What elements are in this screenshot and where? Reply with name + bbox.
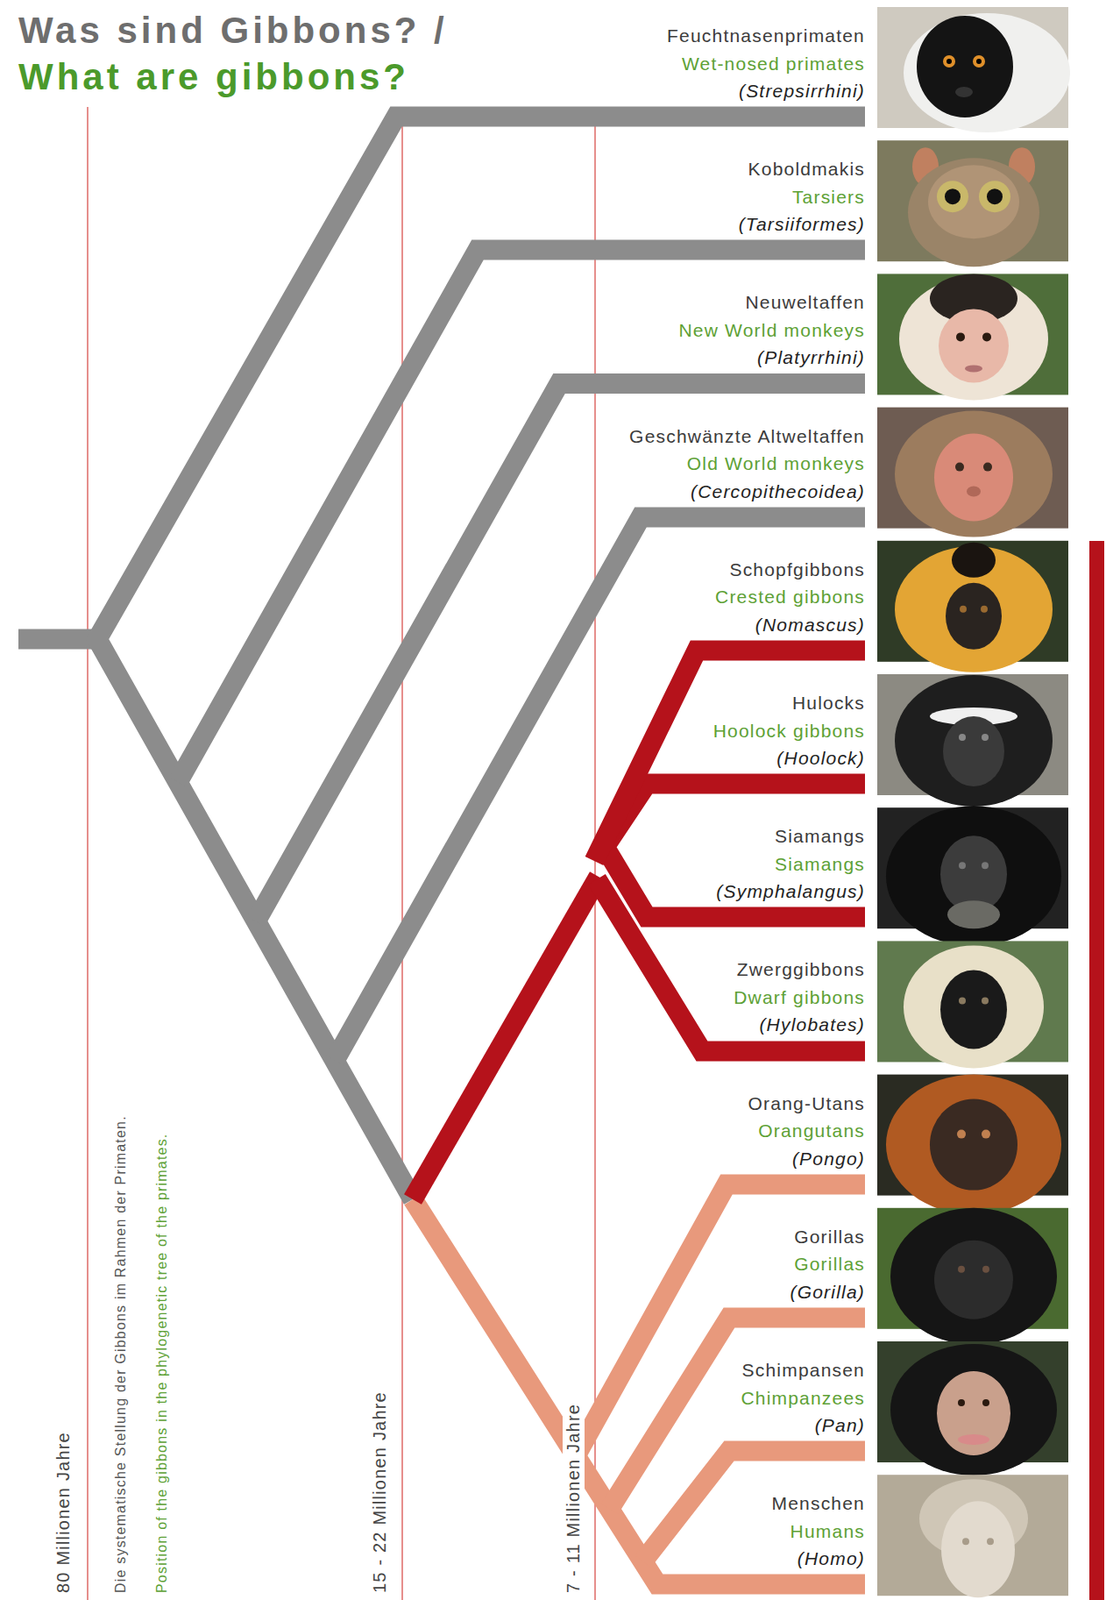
latin-name: (Pan) (740, 1410, 865, 1440)
latin-name: (Homo) (772, 1544, 866, 1573)
taxon-label: KoboldmakisTarsiers(Tarsiiformes) (738, 155, 865, 239)
latin-name: (Hoolock) (713, 744, 865, 773)
taxon-label: ZwerggibbonsDwarf gibbons(Hylobates) (733, 955, 865, 1039)
photo-tarsier (877, 140, 1069, 267)
taxon-label: MenschenHumans(Homo) (772, 1488, 866, 1573)
german-name: Zwerggibbons (733, 955, 865, 984)
latin-name: (Cercopithecoidea) (629, 477, 865, 506)
taxon-label: GorillasGorillas(Gorilla) (790, 1222, 865, 1306)
taxon-label: NeuweltaffenNew World monkeys(Platyrrhin… (678, 288, 865, 372)
latin-name: (Pongo) (748, 1144, 865, 1173)
photo-statue (877, 1474, 1069, 1597)
german-name: Geschwänzte Altweltaffen (629, 422, 865, 451)
latin-name: (Strepsirrhini) (666, 77, 865, 106)
photo-lemur (877, 7, 1071, 133)
english-name: New World monkeys (678, 316, 865, 345)
german-name: Koboldmakis (738, 155, 865, 184)
photo-capuchin (877, 273, 1069, 400)
vertical-label-holder: Die systematische Stellung der Gibbons i… (112, 1112, 130, 1596)
english-name: Orangutans (748, 1116, 865, 1145)
latin-name: (Tarsiiformes) (738, 210, 865, 239)
german-name: Neuweltaffen (678, 288, 865, 317)
taxon-label: HulocksHoolock gibbons(Hoolock) (713, 688, 865, 773)
latin-name: (Hylobates) (733, 1010, 865, 1039)
german-name: Feuchtnasenprimaten (666, 21, 865, 50)
taxon-label: SchopfgibbonsCrested gibbons(Nomascus) (715, 555, 865, 639)
english-name: Hoolock gibbons (713, 716, 865, 745)
taxon-label: SiamangsSiamangs(Symphalangus) (716, 822, 865, 906)
tree-branches-grey (18, 116, 865, 1199)
tree-branches-hominids (412, 1183, 865, 1584)
photo-hoolock (877, 673, 1069, 807)
latin-name: (Nomascus) (715, 610, 865, 639)
latin-name: (Gorilla) (790, 1277, 865, 1306)
taxon-label: Geschwänzte AltweltaffenOld World monkey… (629, 422, 865, 506)
vertical-label: 7 - 11 Millionen Jahre (562, 1400, 585, 1596)
vertical-label-holder: 80 Millionen Jahre (52, 1428, 75, 1596)
photo-orangutan (877, 1074, 1069, 1215)
german-name: Menschen (772, 1488, 866, 1518)
german-name: Schopfgibbons (715, 555, 865, 584)
vertical-label-holder: 7 - 11 Millionen Jahre (562, 1400, 585, 1596)
photo-siamang (877, 805, 1069, 946)
english-name: Crested gibbons (715, 582, 865, 611)
latin-name: (Platyrrhini) (678, 343, 865, 372)
photo-dwarf-gibbon (877, 940, 1069, 1068)
german-name: Orang-Utans (748, 1089, 865, 1118)
english-name: Siamangs (716, 850, 865, 879)
taxon-label: Orang-UtansOrangutans(Pongo) (748, 1089, 865, 1173)
photo-chimpanzee (877, 1340, 1069, 1475)
german-name: Gorillas (790, 1222, 865, 1251)
german-name: Schimpansen (740, 1355, 865, 1384)
title-text: What are gibbons? (18, 56, 410, 99)
vertical-label: 80 Millionen Jahre (52, 1428, 75, 1596)
english-name: Gorillas (790, 1249, 865, 1278)
english-name: Old World monkeys (629, 449, 865, 478)
vertical-label: Position of the gibbons in the phylogene… (153, 1130, 171, 1596)
vertical-label: 15 - 22 Millionen Jahre (368, 1388, 391, 1596)
taxon-label: FeuchtnasenprimatenWet-nosed primates(St… (666, 21, 865, 106)
photo-crested-gibbon (877, 540, 1069, 673)
photo-macaque (877, 407, 1069, 538)
vertical-label-holder: 15 - 22 Millionen Jahre (368, 1388, 391, 1596)
english-name: Humans (772, 1517, 866, 1546)
german-name: Siamangs (716, 822, 865, 851)
photo-gorilla (877, 1207, 1069, 1345)
tree-branches-gibbons (412, 650, 865, 1199)
gibbon-bracket-bar (1089, 540, 1105, 1600)
taxon-label: SchimpansenChimpanzees(Pan) (740, 1355, 865, 1440)
english-name: Wet-nosed primates (666, 49, 865, 78)
latin-name: (Symphalangus) (716, 877, 865, 906)
english-name: Dwarf gibbons (733, 983, 865, 1012)
vertical-label: Die systematische Stellung der Gibbons i… (112, 1112, 130, 1596)
vertical-label-holder: Position of the gibbons in the phylogene… (153, 1130, 171, 1596)
german-name: Hulocks (713, 688, 865, 717)
english-name: Tarsiers (738, 183, 865, 212)
title-text: Was sind Gibbons? / (18, 9, 448, 52)
english-name: Chimpanzees (740, 1383, 865, 1412)
